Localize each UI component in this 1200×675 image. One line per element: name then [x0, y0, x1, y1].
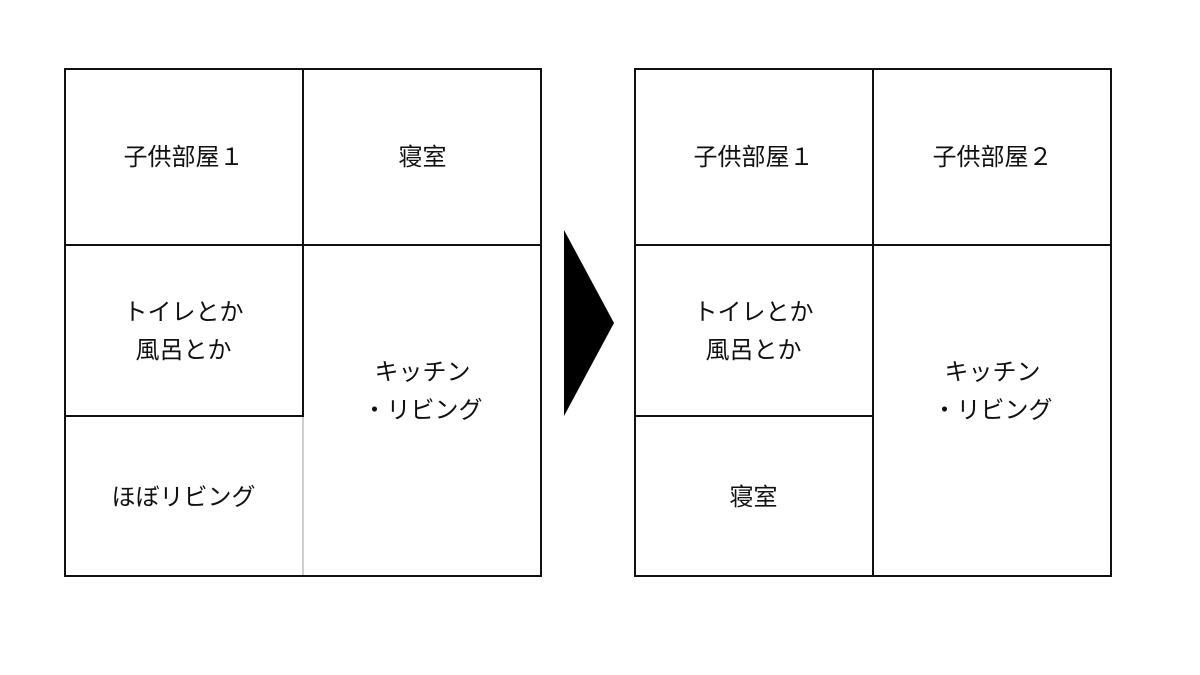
- room-bedroom: 寝室: [303, 68, 542, 245]
- room-label: 子供部屋２: [932, 142, 1053, 171]
- room-label: キッチン ・リビング: [362, 358, 483, 424]
- room-bedroom: 寝室: [634, 416, 873, 577]
- room-label: 寝室: [398, 142, 447, 171]
- room-kitchen-living: キッチン ・リビング: [873, 245, 1112, 577]
- arrow-right-icon: [564, 230, 614, 416]
- wall-horizontal-upper: [634, 244, 1112, 246]
- room-kids-room-1: 子供部屋１: [64, 68, 303, 245]
- room-label: トイレとか 風呂とか: [123, 297, 244, 364]
- wall-horizontal-lower: [64, 415, 304, 417]
- room-label: 子供部屋１: [693, 142, 814, 171]
- room-label: ほぼリビング: [111, 482, 256, 511]
- room-label: キッチン ・リビング: [932, 358, 1053, 424]
- wall-vertical-center: [872, 68, 874, 577]
- room-mostly-living: ほぼリビング: [64, 416, 303, 577]
- room-label: 寝室: [729, 482, 778, 511]
- room-label: 子供部屋１: [123, 142, 244, 171]
- floor-plan-after: 子供部屋１ 子供部屋２ トイレとか 風呂とか キッチン ・リビング 寝室: [634, 68, 1112, 577]
- room-toilet-bath: トイレとか 風呂とか: [634, 245, 873, 416]
- open-partition: [302, 417, 304, 577]
- wall-vertical-center: [302, 68, 304, 417]
- room-kids-room-1: 子供部屋１: [634, 68, 873, 245]
- wall-horizontal-upper: [64, 244, 542, 246]
- room-toilet-bath: トイレとか 風呂とか: [64, 245, 303, 416]
- room-kitchen-living: キッチン ・リビング: [303, 245, 542, 577]
- wall-horizontal-lower: [634, 415, 874, 417]
- room-kids-room-2: 子供部屋２: [873, 68, 1112, 245]
- floor-plan-before: 子供部屋１ 寝室 トイレとか 風呂とか キッチン ・リビング ほぼリビング: [64, 68, 542, 577]
- room-label: トイレとか 風呂とか: [693, 297, 814, 364]
